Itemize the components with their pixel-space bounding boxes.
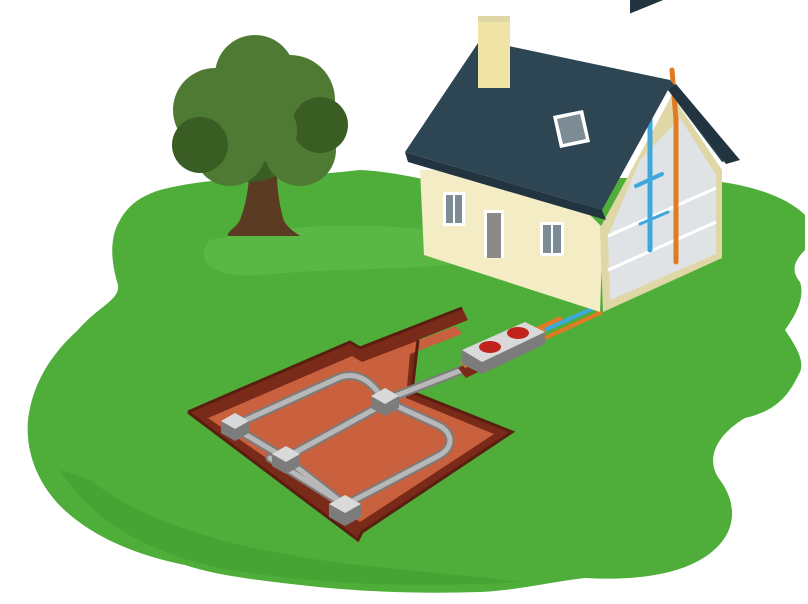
chimney-icon [478, 16, 510, 88]
window-left [443, 192, 465, 226]
window-right [540, 222, 564, 256]
tree-canopy [172, 35, 348, 186]
front-door [484, 210, 504, 258]
